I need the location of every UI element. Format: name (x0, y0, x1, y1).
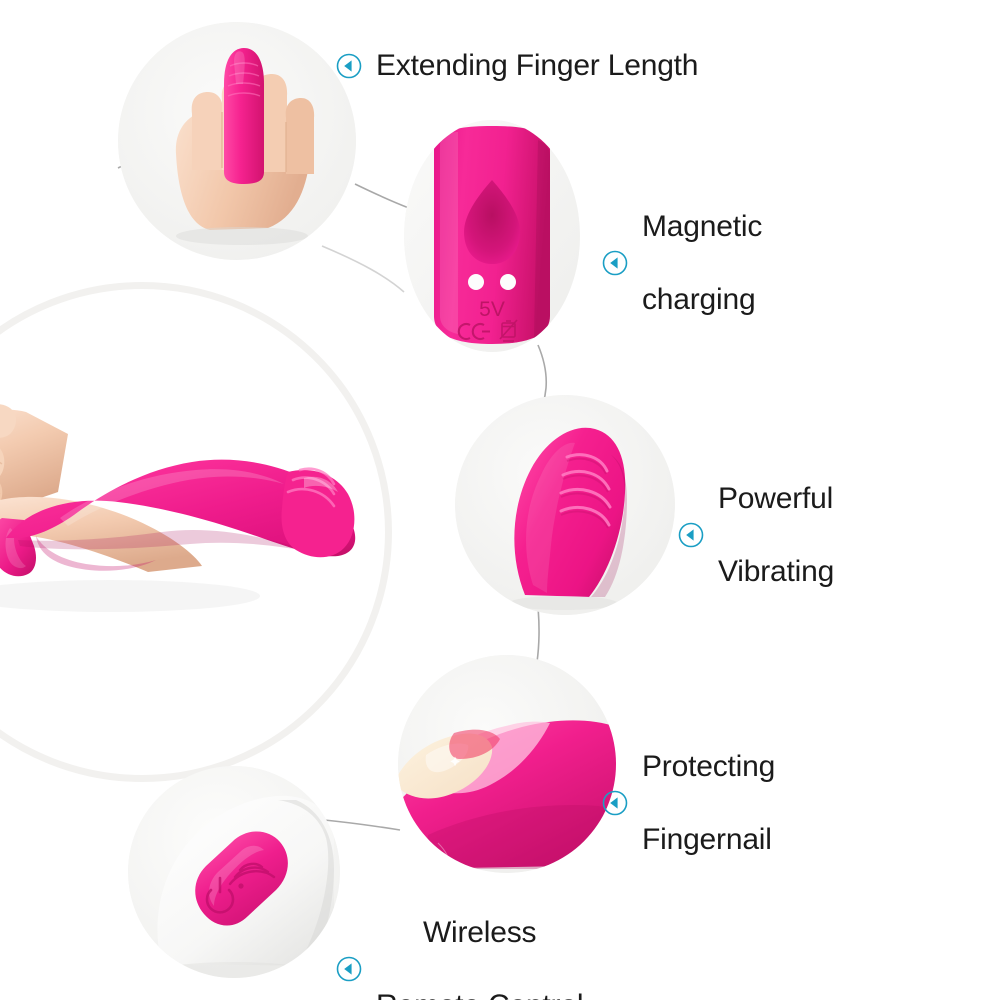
hero-product-photo (0, 360, 360, 660)
connector-line-5 (321, 245, 405, 293)
callout-label-protecting-fingernail: Protecting Fingernail (642, 712, 775, 895)
callout-powerful-vibrating[interactable]: Powerful Vibrating (678, 444, 834, 627)
callout-magnetic-charging[interactable]: Magnetic charging (602, 172, 762, 355)
callout-line-2: Fingernail (642, 822, 772, 856)
wireless-remote-photo (128, 766, 340, 978)
circle-left-chevron-icon (678, 523, 704, 548)
wireless-signal-icon (228, 862, 276, 889)
callout-line-1: Protecting (642, 749, 776, 783)
callout-line-2: Remote Control (376, 988, 583, 1000)
circle-left-chevron-icon (602, 791, 628, 816)
circle-left-chevron-icon (336, 957, 362, 982)
callout-line-2: charging (642, 282, 756, 316)
charging-contact-dot-right (500, 274, 516, 290)
callout-line-1: Powerful (718, 481, 834, 515)
crossed-out-wheelie-bin-icon (499, 319, 518, 340)
powerful-vibrating-photo (455, 395, 675, 615)
connector-line-1b (354, 183, 415, 211)
hero-rib-texture (286, 467, 336, 508)
callout-label-wireless-remote-control: Wireless Remote Control (376, 878, 583, 1000)
circle-left-chevron-icon (336, 53, 362, 79)
power-button-icon (205, 876, 235, 914)
callout-line-1: Magnetic (642, 209, 763, 243)
finger-length-photo (118, 22, 356, 260)
callout-label-powerful-vibrating: Powerful Vibrating (718, 444, 834, 627)
magnetic-charging-photo: 5V (404, 120, 580, 352)
callout-line-1: Wireless (422, 915, 537, 949)
callout-wireless-remote-control[interactable]: Wireless Remote Control (336, 878, 583, 1000)
callout-protecting-fingernail[interactable]: Protecting Fingernail (602, 712, 775, 895)
certification-marks (457, 322, 490, 341)
callout-label-extending-finger-length: Extending Finger Length (376, 49, 699, 82)
charging-contact-dot-left (468, 274, 484, 290)
callout-label-magnetic-charging: Magnetic charging (642, 172, 762, 355)
callout-line-2: Vibrating (718, 554, 835, 588)
rib-texture (559, 453, 612, 527)
circle-left-chevron-icon (602, 251, 628, 276)
callout-extending-finger-length[interactable]: Extending Finger Length (336, 48, 698, 85)
protecting-fingernail-photo (398, 655, 616, 873)
sparkle-icon (450, 756, 460, 767)
voltage-marking: 5V (479, 298, 505, 321)
